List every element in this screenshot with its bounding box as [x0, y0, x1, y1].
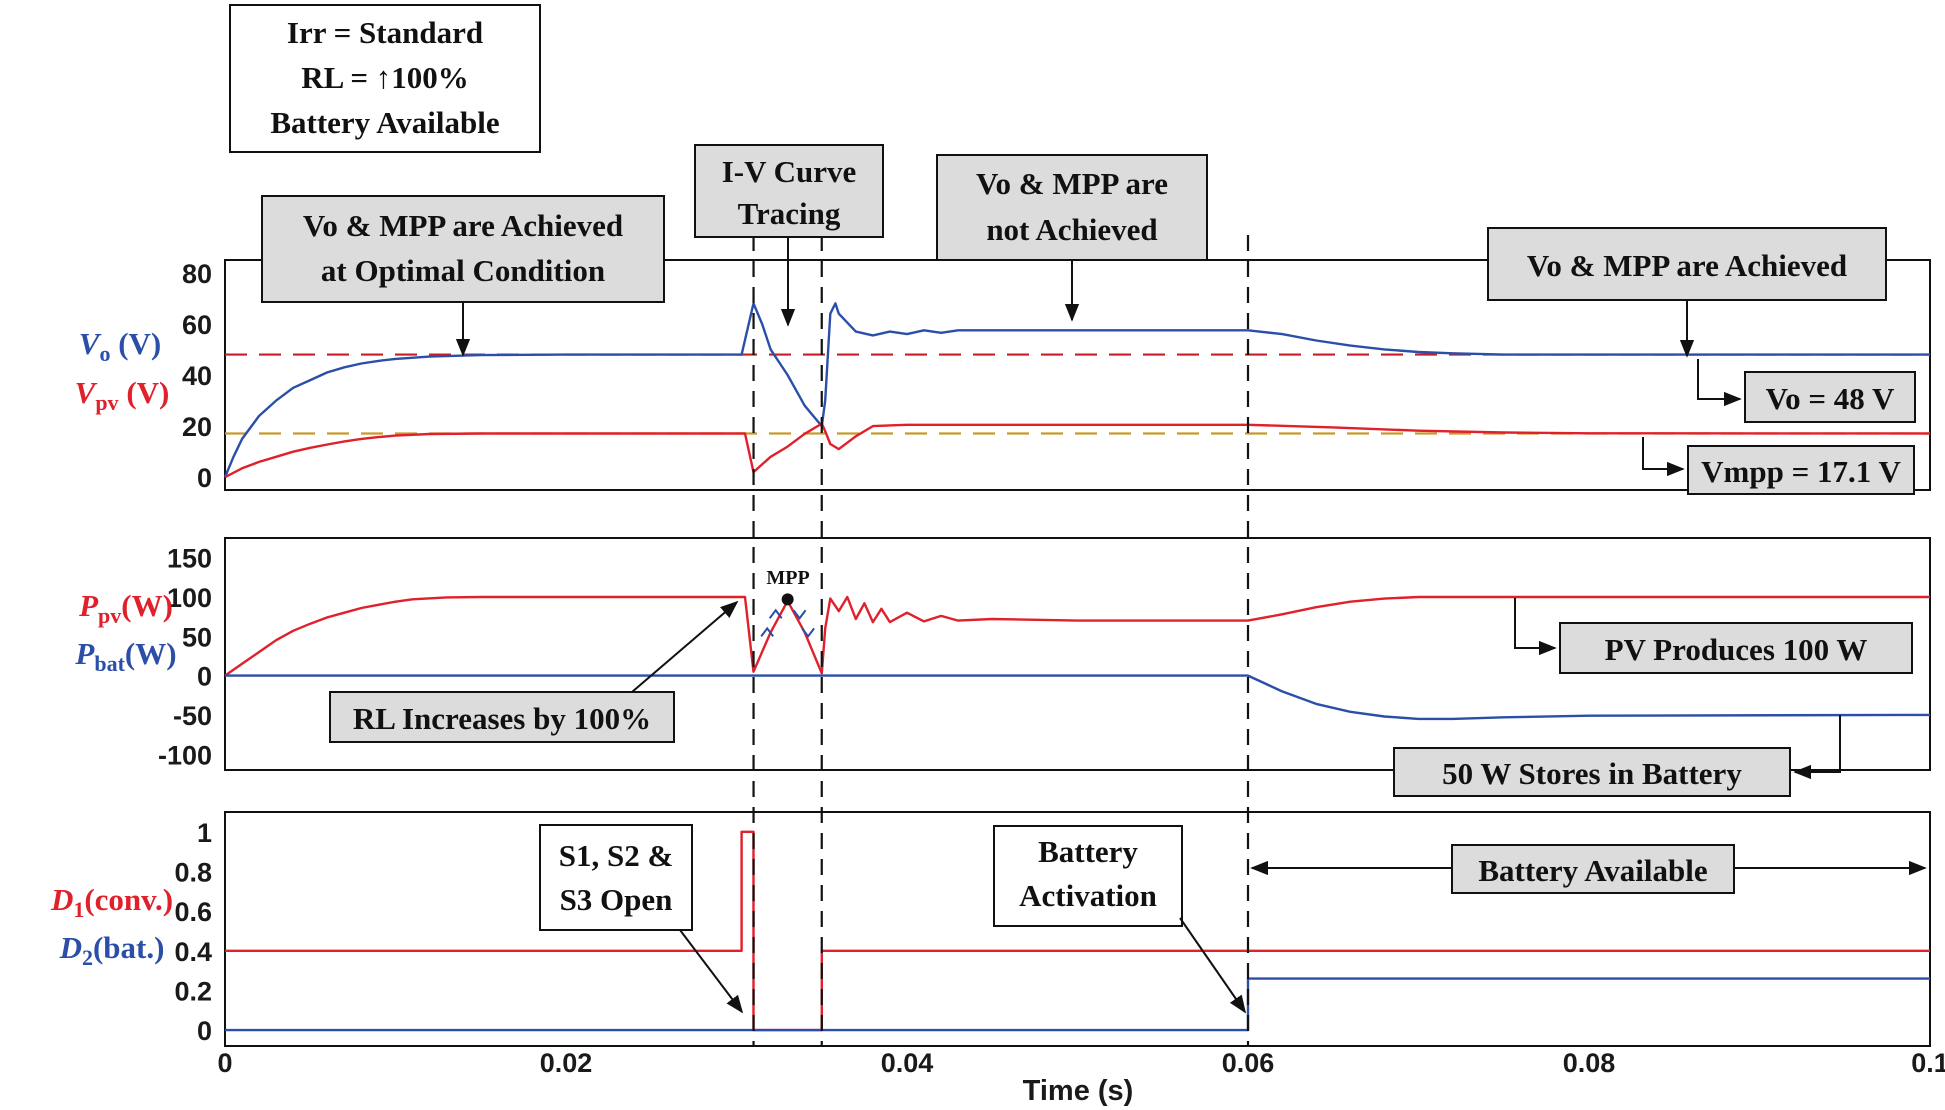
y-tick-label-duty-5: 0: [197, 1016, 212, 1046]
event-lines: [752, 235, 1250, 1046]
ylabel-d1: D1(conv.): [50, 882, 173, 922]
x-axis-title: Time (s): [1023, 1075, 1134, 1107]
svg-text:not Achieved: not Achieved: [986, 212, 1157, 247]
condition-rl: RL = ↑100%: [301, 60, 469, 95]
series-line-duty-1: [225, 977, 1930, 1032]
mpp-point: [781, 593, 794, 606]
svg-text:Vmpp = 17.1 V: Vmpp = 17.1 V: [1701, 454, 1901, 489]
tick-labels: 020406080150100500-50-10010.80.60.40.200…: [158, 259, 1945, 1078]
y-tick-label-voltage-1: 20: [182, 412, 212, 442]
y-tick-label-duty-3: 0.4: [174, 937, 212, 967]
ylabel-pbat: Pbat(W): [74, 636, 176, 676]
ylabel-ppv: Ppv(W): [78, 588, 173, 628]
svg-text:Battery: Battery: [1038, 834, 1138, 869]
annotation-pv-produces: PV Produces 100 W: [1514, 598, 1913, 674]
x-tick-label-4: 0.08: [1563, 1048, 1616, 1078]
annotation-iv-curve: I-V Curve Tracing: [694, 144, 884, 327]
x-tick-label-1: 0.02: [540, 1048, 593, 1078]
series-line-power-1: [225, 674, 1931, 721]
y-tick-label-voltage-3: 60: [182, 310, 212, 340]
annotation-achieved: Vo & MPP are Achieved: [1487, 227, 1887, 358]
condition-irr: Irr = Standard: [287, 15, 483, 50]
svg-text:RL Increases by 100%: RL Increases by 100%: [353, 701, 651, 736]
ylabel-d2: D2(bat.): [59, 930, 165, 970]
svg-text:at Optimal Condition: at Optimal Condition: [321, 253, 605, 288]
y-tick-label-voltage-2: 40: [182, 361, 212, 391]
svg-text:Activation: Activation: [1019, 878, 1157, 913]
svg-text:Tracing: Tracing: [738, 196, 841, 231]
annotation-vmpp-ref: Vmpp = 17.1 V: [1642, 437, 1915, 495]
svg-text:S3 Open: S3 Open: [560, 882, 673, 917]
annotation-not-achieved: Vo & MPP are not Achieved: [936, 154, 1208, 322]
svg-text:PV Produces 100 W: PV Produces 100 W: [1605, 632, 1868, 667]
annotation-rl-increase: RL Increases by 100%: [329, 600, 739, 743]
y-tick-label-duty-4: 0.2: [174, 976, 212, 1006]
series-line-voltage-1: [224, 422, 1931, 479]
condition-battery: Battery Available: [270, 105, 499, 140]
y-tick-label-power-0: 150: [167, 544, 212, 574]
y-tick-label-duty-1: 0.8: [174, 857, 212, 887]
annotation-battery-stores: 50 W Stores in Battery: [1393, 715, 1841, 797]
y-tick-label-power-5: -100: [158, 740, 212, 770]
annotation-battery-activation: Battery Activation: [993, 825, 1247, 1014]
svg-text:50 W Stores in Battery: 50 W Stores in Battery: [1442, 756, 1742, 791]
y-tick-label-duty-0: 1: [197, 818, 212, 848]
svg-text:Battery Available: Battery Available: [1478, 853, 1707, 888]
x-tick-label-3: 0.06: [1222, 1048, 1275, 1078]
trace-direction-marker-2: [792, 609, 807, 620]
trace-direction-marker-0: [760, 626, 774, 637]
ylabel-vo: Vo (V): [79, 326, 161, 366]
y-tick-label-power-4: -50: [173, 701, 212, 731]
power-panel-frame: [224, 537, 1931, 771]
mpp-label: MPP: [766, 567, 809, 589]
reference-lines: [225, 353, 1930, 435]
annotation-switches-open: S1, S2 & S3 Open: [539, 824, 744, 1014]
y-tick-label-duty-2: 0.6: [174, 897, 212, 927]
svg-text:Vo & MPP are Achieved: Vo & MPP are Achieved: [1527, 248, 1847, 283]
trace-direction-marker-1: [768, 608, 783, 619]
y-tick-label-power-2: 50: [182, 622, 212, 652]
condition-box: Irr = Standard RL = ↑100% Battery Availa…: [229, 4, 541, 153]
annotation-optimal: Vo & MPP are Achieved at Optimal Conditi…: [261, 195, 665, 357]
svg-text:Vo & MPP are Achieved: Vo & MPP are Achieved: [303, 208, 623, 243]
annotation-battery-available: Battery Available: [1250, 844, 1927, 894]
annotation-vo-ref: Vo = 48 V: [1697, 359, 1916, 423]
duty-panel-frame: [224, 811, 1931, 1047]
series-line-voltage-0: [223, 302, 1930, 478]
y-tick-label-voltage-4: 80: [182, 259, 212, 289]
x-tick-label-0: 0: [217, 1048, 232, 1078]
x-tick-label-5: 0.1: [1911, 1048, 1945, 1078]
svg-text:Vo & MPP are: Vo & MPP are: [976, 166, 1168, 201]
ylabel-vpv: Vpv (V): [75, 375, 170, 415]
svg-text:S1, S2 &: S1, S2 &: [559, 838, 674, 873]
y-tick-label-voltage-0: 0: [197, 463, 212, 493]
svg-text:I-V Curve: I-V Curve: [722, 154, 857, 189]
y-tick-label-power-1: 100: [167, 583, 212, 613]
y-tick-label-power-3: 0: [197, 662, 212, 692]
series-line-power-0: [224, 595, 1930, 677]
trace-direction-marker-3: [801, 627, 815, 639]
x-tick-label-2: 0.04: [881, 1048, 934, 1078]
svg-text:Vo = 48 V: Vo = 48 V: [1766, 381, 1895, 416]
